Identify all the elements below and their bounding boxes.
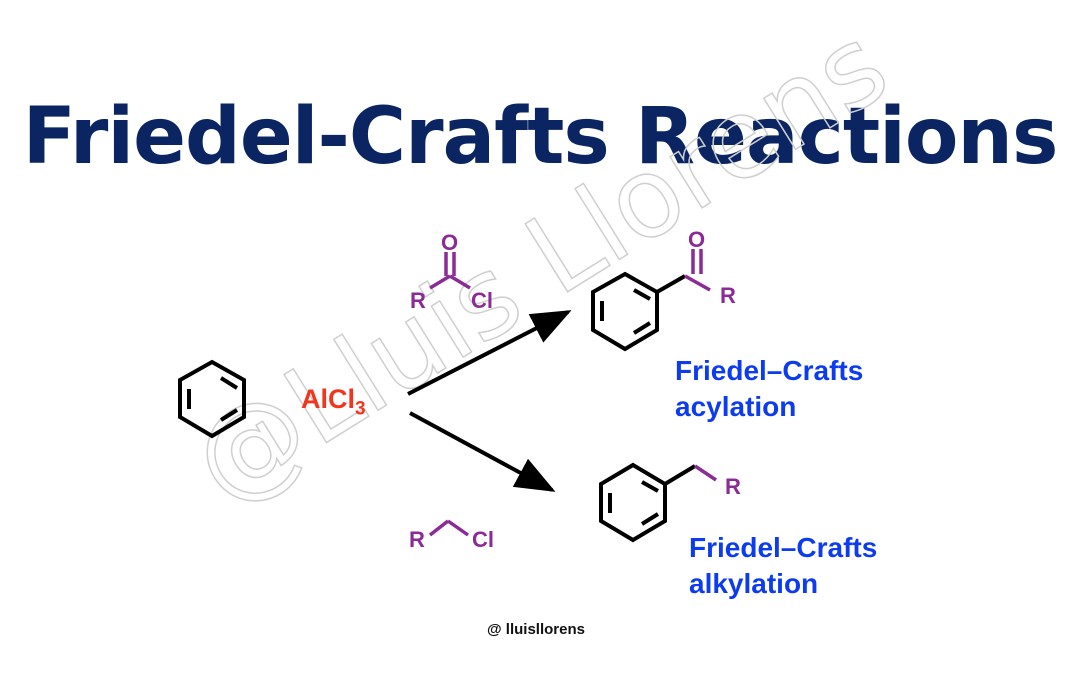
reaction-arrows [407,310,572,492]
acylation-oxygen-label: O [688,227,706,252]
alkyl-r-label: R [409,527,425,552]
acyl-oxygen-label: O [441,230,459,255]
alkylation-r-label: R [725,474,741,499]
author-credit: @ lluisllorens [487,621,585,638]
alkylation-label: Friedel–Crafts alkylation [689,532,878,599]
acylation-r-label: R [720,283,736,308]
acylation-label: Friedel–Crafts acylation [675,355,864,422]
acyl-chloride [429,252,471,290]
alkyl-cl-label: Cl [472,527,494,552]
alkyl-chloride [428,519,470,537]
catalyst-label: AlCl3 [301,384,366,420]
page-title: Friedel-Crafts Reactions [22,92,1059,182]
benzene-reactant [178,359,246,439]
acyl-cl-label: Cl [471,288,493,313]
alkylation-product [599,462,717,543]
acylation-product [591,249,711,352]
acyl-r-label: R [410,288,426,313]
